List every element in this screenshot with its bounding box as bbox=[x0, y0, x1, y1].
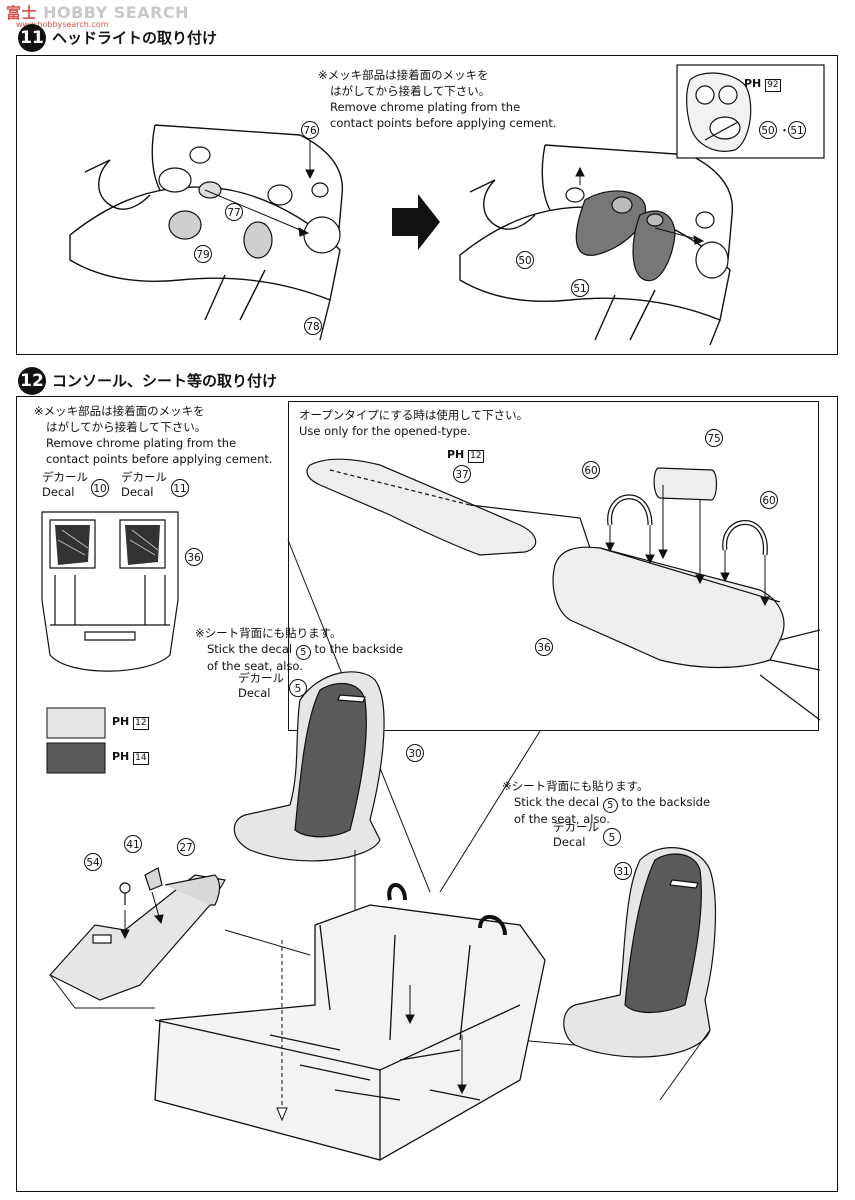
part-number-51: 51 bbox=[571, 279, 589, 297]
decal-10-jp: デカール bbox=[42, 470, 88, 484]
part-number-30: 30 bbox=[406, 744, 424, 762]
seat-note-a: ※シート背面にも貼ります。 Stick the decal 5 to the b… bbox=[195, 625, 403, 674]
seat-note-a-en-1: Stick the decal bbox=[207, 642, 293, 656]
seat-note-a-en-3: of the seat, also. bbox=[207, 659, 303, 673]
step-11-note: ※メッキ部品は接着面のメッキを はがしてから接着して下さい。 Remove ch… bbox=[318, 67, 557, 131]
part-number-79: 79 bbox=[194, 245, 212, 263]
part-number-75: 75 bbox=[705, 429, 723, 447]
legend-ph-14-page: 14 bbox=[133, 752, 149, 765]
open-type-jp: オープンタイプにする時は使用して下さい。 bbox=[299, 408, 529, 422]
part-number-36-open: 36 bbox=[535, 638, 553, 656]
step-12-title: コンソール、シート等の取り付け bbox=[52, 372, 278, 390]
open-type-note: オープンタイプにする時は使用して下さい。 Use only for the op… bbox=[299, 407, 528, 439]
seat-a-decal-label: デカール Decal bbox=[238, 671, 284, 701]
step-12-panel bbox=[16, 396, 838, 1192]
decal-10-label: デカール Decal bbox=[42, 470, 88, 500]
seat-note-b-en-1: Stick the decal bbox=[514, 795, 600, 809]
part-number-60-b: 60 bbox=[760, 491, 778, 509]
seat-b-decal-jp: デカール bbox=[553, 820, 599, 834]
step-11-title: ヘッドライトの取り付け bbox=[52, 29, 218, 47]
seat-note-b-en-2: to the backside bbox=[621, 795, 711, 809]
step-11-note-en-1: Remove chrome plating from the bbox=[330, 100, 521, 114]
seat-b-decal-en: Decal bbox=[553, 835, 586, 849]
seat-note-b-jp: ※シート背面にも貼ります。 bbox=[502, 779, 649, 793]
part-number-41: 41 bbox=[124, 835, 142, 853]
open-type-box bbox=[288, 401, 819, 731]
seat-b-decal-label: デカール Decal bbox=[553, 820, 599, 850]
seat-a-decal-jp: デカール bbox=[238, 671, 284, 685]
seat-note-a-jp: ※シート背面にも貼ります。 bbox=[195, 626, 342, 640]
part-number-76: 76 bbox=[301, 121, 319, 139]
step-12-number: 12 bbox=[18, 367, 46, 395]
seat-note-b-en-3: of the seat, also. bbox=[514, 812, 610, 826]
part-number-37: 37 bbox=[453, 465, 471, 483]
step-12-chrome-note: ※メッキ部品は接着面のメッキを はがしてから接着して下さい。 Remove ch… bbox=[34, 403, 273, 467]
legend-ph-12-prefix: PH bbox=[112, 715, 130, 728]
decal-number-11: 11 bbox=[171, 479, 189, 497]
part-number-54: 54 bbox=[84, 853, 102, 871]
open-ph-prefix: PH bbox=[447, 448, 465, 461]
part-number-36-dash: 36 bbox=[185, 548, 203, 566]
watermark-brand-sub: www.hobbysearch.com bbox=[16, 20, 109, 29]
inset-ph-reference: PH 92 bbox=[744, 77, 781, 92]
step-12-note-en-1: Remove chrome plating from the bbox=[46, 436, 237, 450]
seat-a-decal-number: 5 bbox=[289, 679, 307, 697]
legend-ph-14-prefix: PH bbox=[112, 750, 130, 763]
decal-11-label: デカール Decal bbox=[121, 470, 167, 500]
step-12-note-en-2: contact points before applying cement. bbox=[46, 452, 273, 466]
watermark-logo: 富士 HOBBY SEARCH www.hobbysearch.com bbox=[6, 2, 190, 29]
step-11-note-jp-1: ※メッキ部品は接着面のメッキを bbox=[318, 68, 489, 82]
watermark-brand-jp: 富士 bbox=[6, 4, 38, 22]
open-ph-reference: PH 12 bbox=[447, 448, 484, 463]
seat-note-b: ※シート背面にも貼ります。 Stick the decal 5 to the b… bbox=[502, 778, 710, 827]
legend-ph-12: PH 12 bbox=[112, 715, 149, 730]
open-type-en: Use only for the opened-type. bbox=[299, 424, 471, 438]
step-12-note-jp-1: ※メッキ部品は接着面のメッキを bbox=[34, 404, 205, 418]
seat-a-decal-en: Decal bbox=[238, 686, 271, 700]
decal-11-jp: デカール bbox=[121, 470, 167, 484]
part-number-27: 27 bbox=[177, 838, 195, 856]
part-number-78: 78 bbox=[304, 317, 322, 335]
watermark-brand-main: HOBBY SEARCH bbox=[43, 3, 190, 22]
open-ph-page: 12 bbox=[468, 450, 484, 463]
step-11-note-en-2: contact points before applying cement. bbox=[330, 116, 557, 130]
inset-ph-page: 92 bbox=[765, 79, 781, 92]
step-12-note-jp-2: はがしてから接着して下さい。 bbox=[46, 420, 207, 434]
inset-part-50: 50 bbox=[759, 121, 777, 139]
inset-ph-prefix: PH bbox=[744, 77, 762, 90]
step-11-number: 11 bbox=[18, 24, 46, 52]
step-11-note-jp-2: はがしてから接着して下さい。 bbox=[330, 84, 491, 98]
legend-ph-14: PH 14 bbox=[112, 750, 149, 765]
step-11-panel bbox=[16, 55, 838, 355]
part-number-77: 77 bbox=[225, 203, 243, 221]
decal-11-en: Decal bbox=[121, 485, 154, 499]
decal-number-10: 10 bbox=[91, 479, 109, 497]
part-number-60-a: 60 bbox=[582, 461, 600, 479]
seat-note-a-en-2: to the backside bbox=[314, 642, 404, 656]
inset-separator: ・ bbox=[779, 124, 790, 137]
seat-b-decal-number: 5 bbox=[603, 828, 621, 846]
inset-part-51: 51 bbox=[788, 121, 806, 139]
part-number-31: 31 bbox=[614, 862, 632, 880]
decal-10-en: Decal bbox=[42, 485, 75, 499]
legend-ph-12-page: 12 bbox=[133, 717, 149, 730]
seat-note-a-decal-inline: 5 bbox=[295, 645, 311, 660]
part-number-50: 50 bbox=[516, 251, 534, 269]
seat-note-b-decal-inline: 5 bbox=[602, 798, 618, 813]
